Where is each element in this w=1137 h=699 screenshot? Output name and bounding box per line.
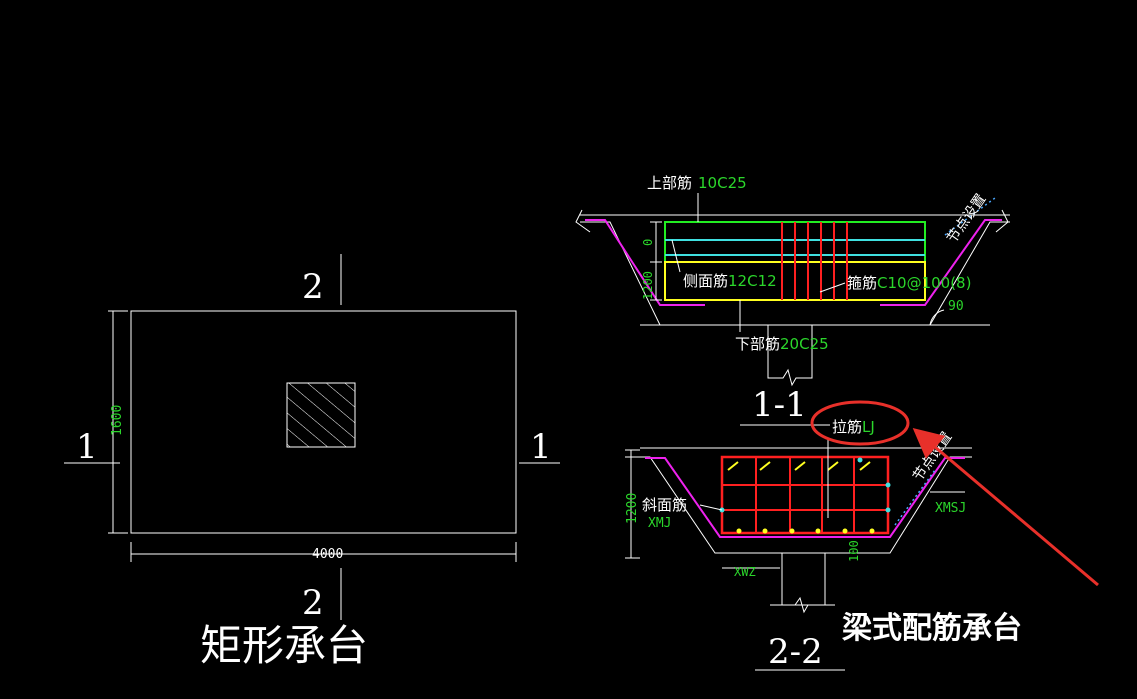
pile-cap-outline bbox=[130, 310, 517, 534]
magenta-bar-left bbox=[585, 219, 705, 306]
section11-dim-zero: 0 bbox=[641, 239, 655, 246]
dim-100-label: 100 bbox=[847, 540, 861, 562]
xwz-label: XWZ bbox=[734, 565, 756, 579]
plan-title: 矩形承台 bbox=[200, 621, 368, 670]
stirrup-label: 箍筋C10@100(8) bbox=[847, 274, 971, 292]
angle-label: 90 bbox=[948, 299, 964, 314]
column-hatch bbox=[286, 382, 356, 448]
rebar-cage bbox=[720, 455, 890, 535]
section-mark-right: 1 bbox=[530, 427, 552, 467]
cage-nodes bbox=[736, 528, 875, 534]
section22-dim-height: 1200 bbox=[625, 493, 640, 524]
cage-hooks bbox=[727, 461, 871, 471]
section-mark-bottom: 2 bbox=[302, 583, 324, 623]
dim-width-label: 4000 bbox=[312, 547, 343, 562]
node-setting-11: 节点设置 bbox=[944, 191, 989, 246]
section11-title: 1-1 bbox=[752, 385, 807, 425]
magenta-bar-right bbox=[880, 219, 1002, 306]
highlight-ellipse bbox=[810, 400, 910, 446]
stirrups bbox=[781, 222, 848, 300]
section-mark-left: 1 bbox=[76, 427, 98, 467]
plan-view: 2 2 1 1 1600 4000 矩形承台 bbox=[64, 254, 560, 670]
bottom-bar-label: 下部筋20C25 bbox=[735, 335, 829, 353]
section-mark-top: 2 bbox=[302, 267, 324, 307]
section-2-2: 1200 XWZ 100 XMSJ 节点设置 拉筋LJ 斜面筋 XMJ 2-2 bbox=[625, 418, 972, 672]
side-bar-label: 侧面筋12C12 bbox=[683, 272, 777, 290]
slope-bar-value: XMJ bbox=[648, 516, 671, 531]
section11-dim-side: 1200 bbox=[641, 271, 655, 300]
cage-grid bbox=[722, 457, 888, 533]
tie-label: 拉筋LJ bbox=[832, 418, 875, 436]
annotation-caption: 梁式配筋承台 bbox=[842, 611, 1022, 646]
xmsj-label: XMSJ bbox=[935, 501, 966, 516]
dim-height-label: 1600 bbox=[110, 405, 125, 436]
section22-title: 2-2 bbox=[768, 632, 823, 672]
slope-bar-label: 斜面筋 bbox=[642, 496, 687, 514]
annotation-arrow bbox=[912, 428, 1099, 587]
annotation: 梁式配筋承台 bbox=[810, 400, 1099, 646]
